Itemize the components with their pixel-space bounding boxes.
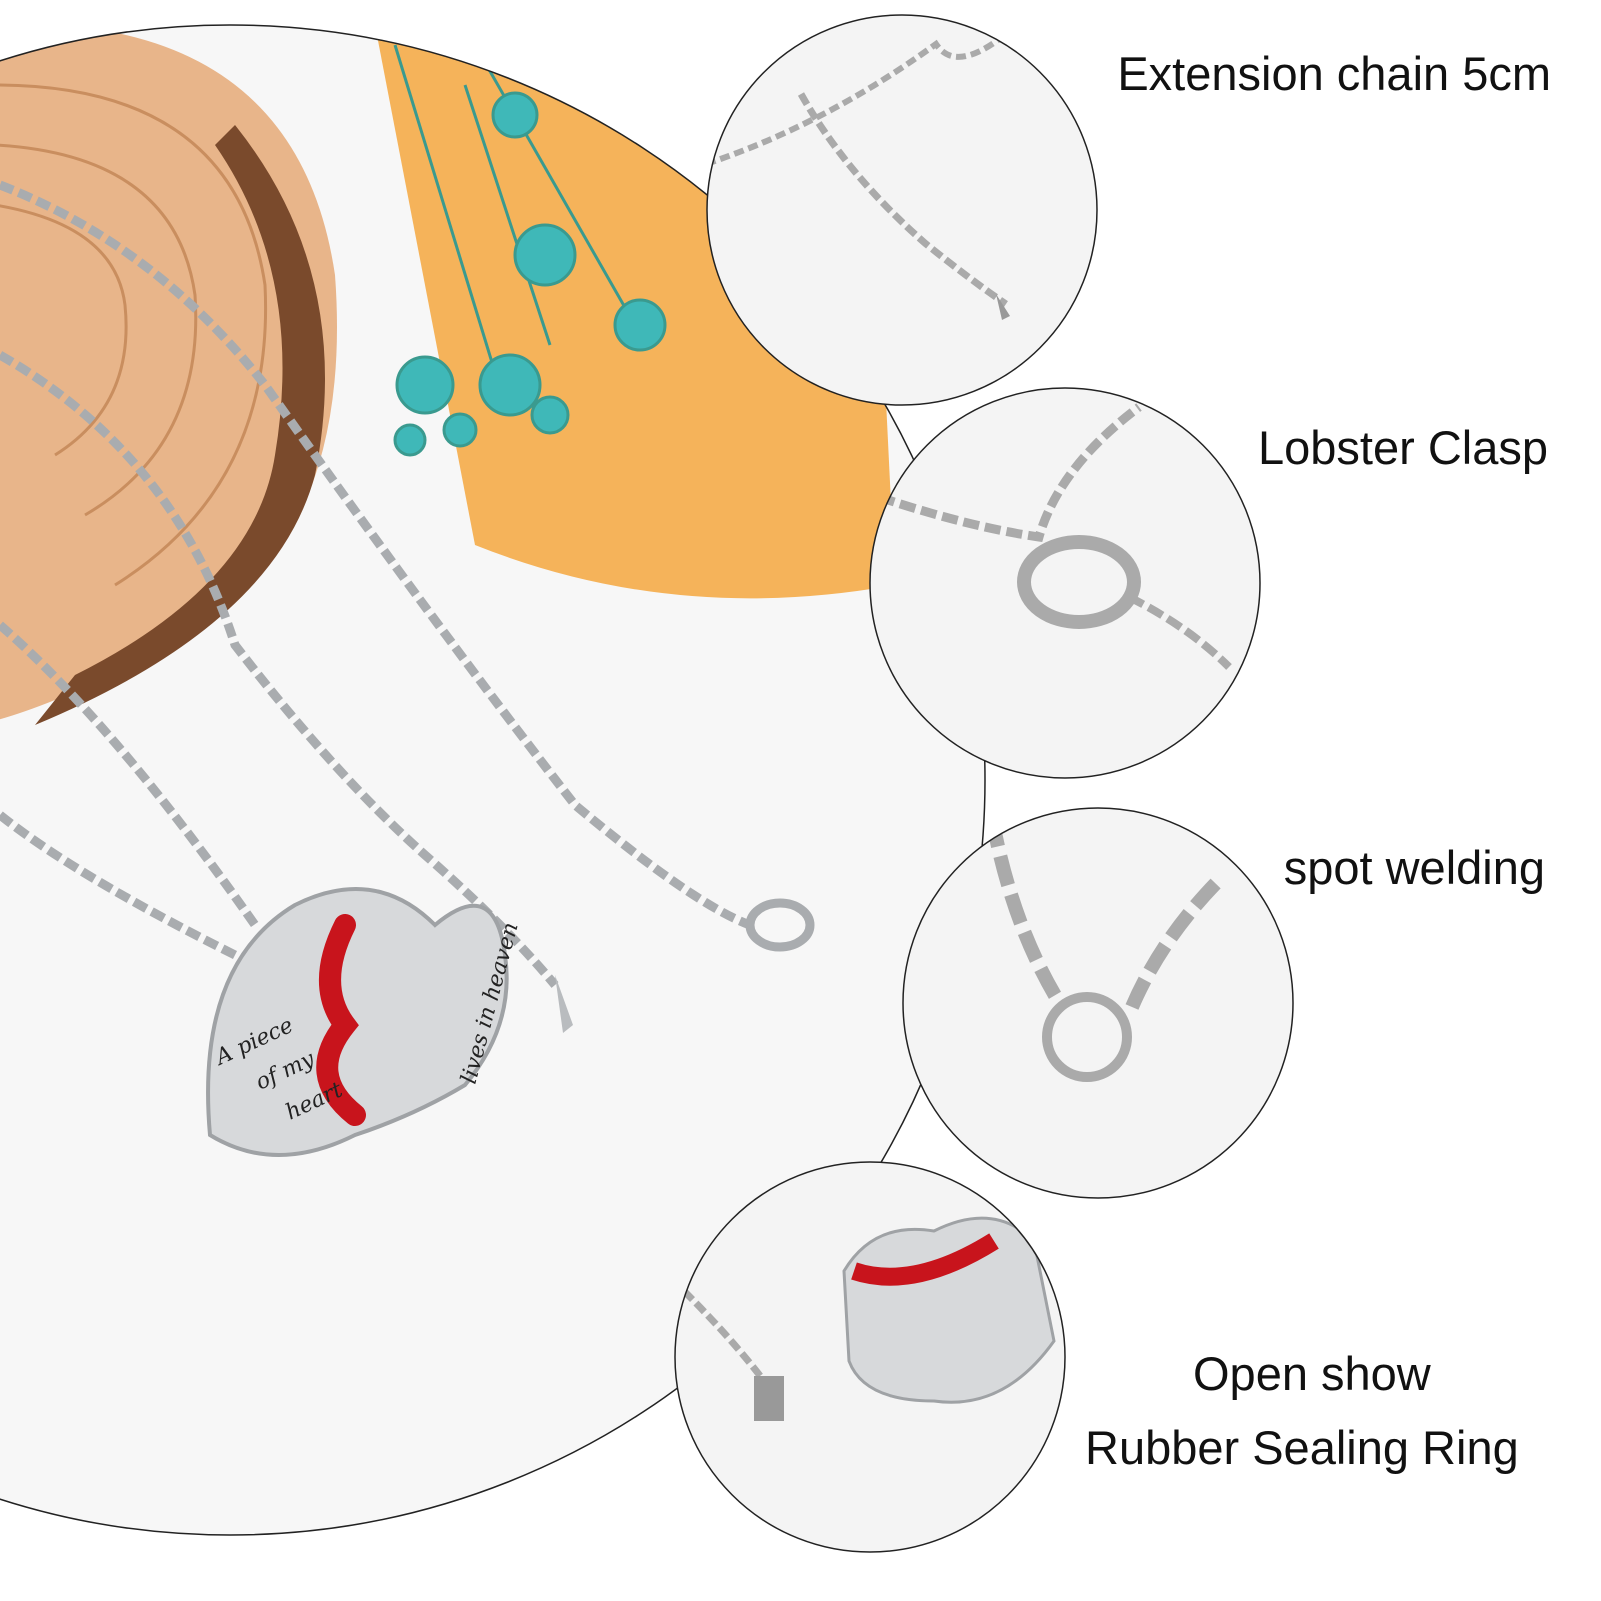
label-lobster-clasp: Lobster Clasp xyxy=(1258,421,1548,474)
wood-bark xyxy=(35,125,325,725)
detail-extension-chain xyxy=(706,14,1098,406)
detail-spot-welding xyxy=(902,807,1294,1199)
label-spot-welding: spot welding xyxy=(1283,841,1545,894)
heart-pendant: A piece of my heart lives in heaven xyxy=(206,887,524,1157)
detail-lobster-clasp xyxy=(869,387,1261,779)
detail-open-show xyxy=(674,1161,1066,1553)
lobster-clasp xyxy=(745,898,815,952)
label-extension-chain: Extension chain 5cm xyxy=(1117,47,1551,100)
dried-flowers xyxy=(393,44,667,457)
wood-rings xyxy=(0,83,268,587)
main-photo-border xyxy=(0,24,986,1536)
label-open-show: Open show xyxy=(1193,1347,1431,1400)
extension-drop xyxy=(555,975,573,1033)
label-rubber-sealing-ring: Rubber Sealing Ring xyxy=(1085,1421,1519,1474)
